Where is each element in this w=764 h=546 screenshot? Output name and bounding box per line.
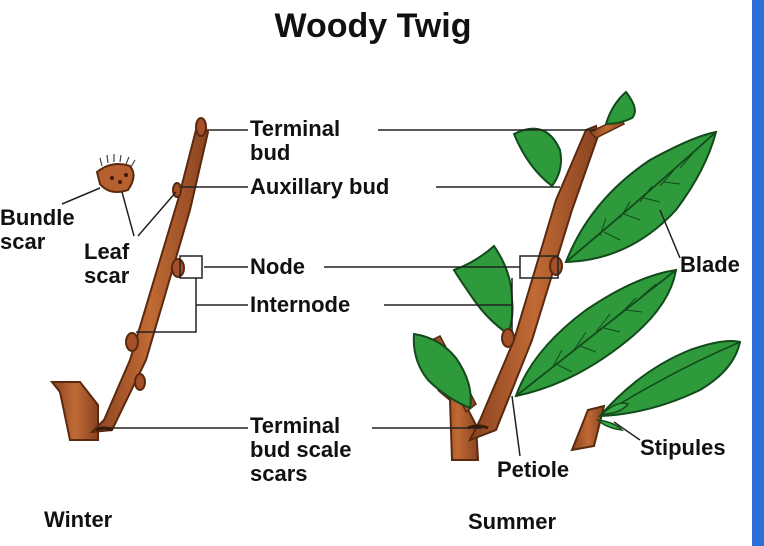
label-bundle-scar: Bundle scar [0,206,75,254]
label-terminal-bud: Terminal bud [250,117,340,165]
caption-summer: Summer [468,509,557,534]
winter-node-bottom [134,373,146,391]
label-petiole: Petiole [497,457,570,482]
winter-twig [49,117,210,441]
leader-lines [61,129,681,457]
leaf-lower-left [412,332,472,410]
stipule-stem [570,404,606,452]
leaf-scar-detail [95,163,135,193]
winter-stump [49,381,99,441]
caption-winter: Winter [44,507,113,532]
label-leaf-scar-line2: scar [84,263,130,288]
label-node: Node [250,254,305,279]
label-internode: Internode [250,292,351,317]
label-auxillary-bud: Auxillary bud [250,174,390,199]
right-edge-strip [752,0,764,546]
winter-bud-scale-scars [95,426,113,432]
winter-node-lower [125,332,139,352]
label-blade: Blade [680,252,740,277]
label-bundle-scar-line1: Bundle [0,205,75,230]
label-leaf-scar: Leaf scar [84,240,129,288]
diagram-title: Woody Twig [274,7,472,45]
label-bundle-scar-line2: scar [0,229,46,254]
label-scale-scars-line2: bud scale [250,437,352,462]
leaf-terminal [512,127,562,188]
winter-node-upper [171,258,185,278]
label-leaf-scar-line1: Leaf [84,239,130,264]
leaf-node [452,244,514,336]
label-terminal-bud-line1: Terminal [250,116,341,141]
label-stipules: Stipules [640,435,726,460]
winter-terminal-bud [195,117,207,137]
summer-stem [467,124,600,442]
leaf-top-right [604,90,636,126]
label-scale-scars-line3: scars [250,461,308,486]
label-scale-scars-line1: Terminal [250,413,341,438]
stipule-small [600,402,630,415]
label-terminal-bud-line2: bud [250,140,291,165]
label-terminal-bud-scale-scars: Terminal bud scale scars [250,414,351,486]
